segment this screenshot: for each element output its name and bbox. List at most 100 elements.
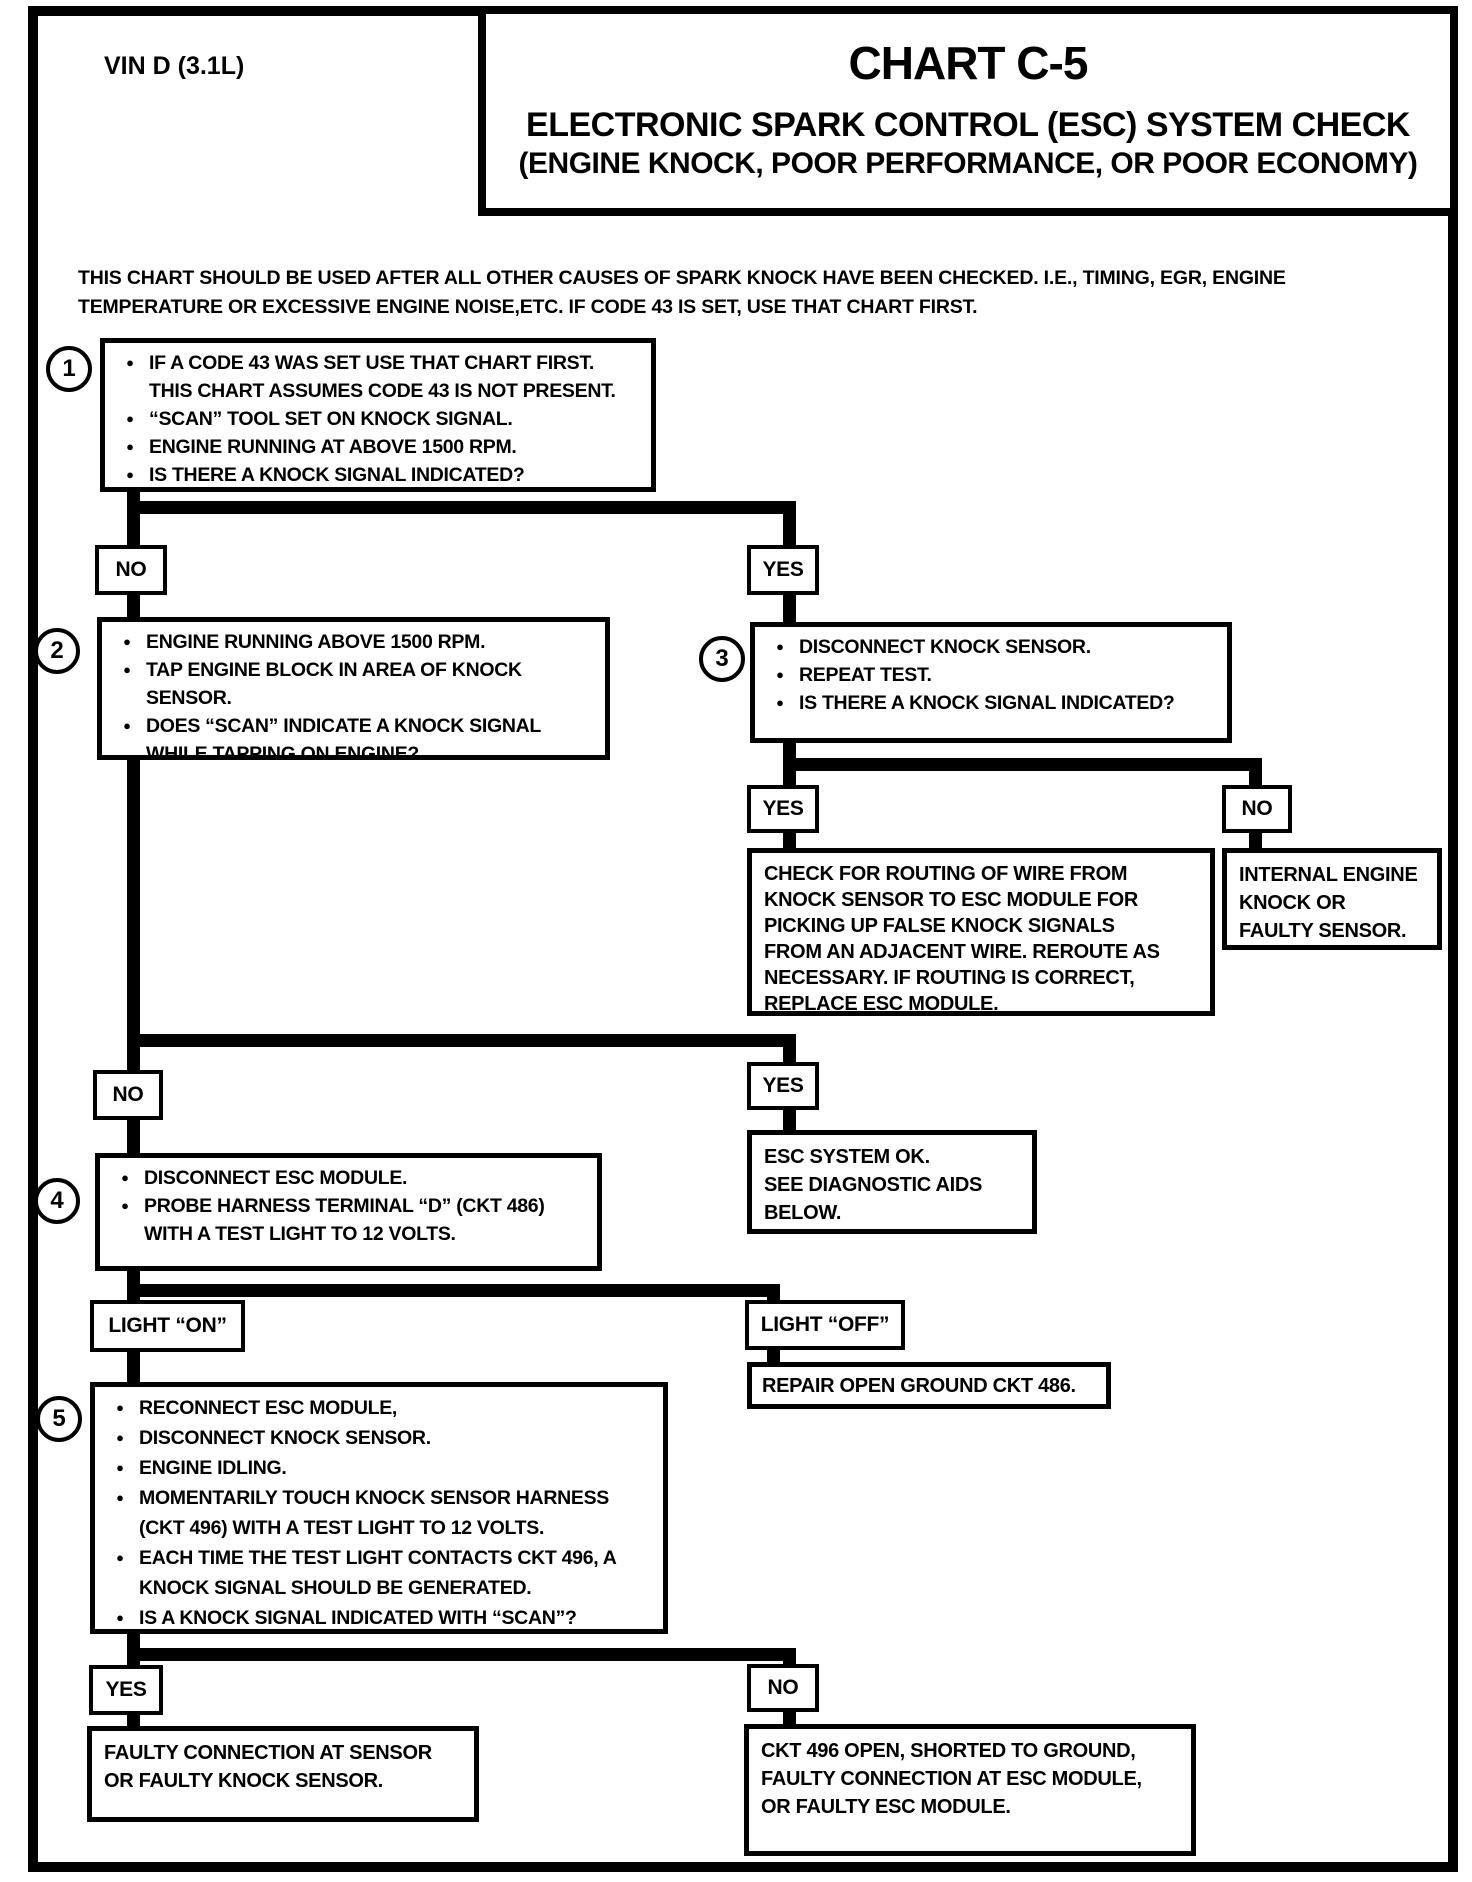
connector-line bbox=[783, 831, 796, 850]
bullet-icon: ● bbox=[126, 439, 134, 454]
bullet-icon: ● bbox=[123, 634, 131, 649]
bullet-item: ● EACH TIME THE TEST LIGHT CONTACTS CKT 4… bbox=[101, 1543, 653, 1603]
step-2-bullets: ● ENGINE RUNNING ABOVE 1500 RPM. ● TAP ENGI… bbox=[102, 622, 605, 772]
text-line: TEMPERATURE OR EXCESSIVE ENGINE NOISE,ET… bbox=[78, 296, 978, 318]
bullet-item: ●ENGINE IDLING. bbox=[101, 1453, 653, 1483]
step-3-bullets: ● DISCONNECT KNOCK SENSOR. ●REPEAT TEST. ● I… bbox=[755, 627, 1227, 721]
decision-no-1: NO bbox=[95, 545, 167, 595]
bullet-text: IS THERE A KNOCK SIGNAL INDICATED? bbox=[149, 464, 525, 486]
bullet-icon: ● bbox=[116, 1430, 124, 1445]
step-3-box: ● DISCONNECT KNOCK SENSOR. ●REPEAT TEST. ● I… bbox=[750, 622, 1232, 743]
bullet-icon: ● bbox=[116, 1610, 124, 1625]
text-line: REPLACE ESC MODULE. bbox=[764, 993, 999, 1015]
chart-subtitle-2: (ENGINE KNOCK, POOR PERFORMANCE, OR POOR… bbox=[518, 147, 1418, 180]
connector-line bbox=[783, 741, 796, 761]
text-line: FAULTY CONNECTION AT SENSOR bbox=[104, 1742, 432, 1764]
bullet-text: ENGINE RUNNING ABOVE 1500 RPM. bbox=[146, 631, 486, 653]
text-line: NECESSARY. IF ROUTING IS CORRECT, bbox=[764, 967, 1135, 989]
decision-no-2: NO bbox=[93, 1070, 163, 1120]
connector-line bbox=[767, 1348, 780, 1364]
step-4-box: ● DISCONNECT ESC MODULE. ●PROBE HARNESS TE… bbox=[95, 1153, 602, 1271]
connector-line bbox=[1249, 831, 1262, 850]
bullet-item: ●“SCAN” TOOL SET ON KNOCK SIGNAL. bbox=[111, 405, 641, 433]
bullet-text: ENGINE IDLING. bbox=[139, 1457, 287, 1479]
bullet-text: DISCONNECT ESC MODULE. bbox=[144, 1167, 408, 1189]
connector-line bbox=[783, 769, 796, 787]
result-faulty-sensor: FAULTY CONNECTION AT SENSOR OR FAULTY KNO… bbox=[87, 1726, 479, 1822]
decision-yes-5: YES bbox=[89, 1665, 163, 1715]
bullet-text: DISCONNECT KNOCK SENSOR. bbox=[799, 636, 1091, 658]
text-line: OR FAULTY KNOCK SENSOR. bbox=[104, 1770, 384, 1792]
text-line: REPAIR OPEN GROUND CKT 486. bbox=[762, 1374, 1076, 1397]
bullet-text: MOMENTARILY TOUCH KNOCK SENSOR HARNESS (… bbox=[139, 1487, 610, 1539]
connector-line bbox=[127, 1659, 140, 1667]
connector-line bbox=[127, 756, 140, 1047]
bullet-item: ● TAP ENGINE BLOCK IN AREA OF KNOCK SENSO… bbox=[108, 656, 595, 712]
bullet-item: ● ENGINE RUNNING ABOVE 1500 RPM. bbox=[108, 628, 595, 656]
bullet-text: DISCONNECT KNOCK SENSOR. bbox=[139, 1427, 431, 1449]
result-ckt-496: CKT 496 OPEN, SHORTED TO GROUND,FAULTY C… bbox=[744, 1724, 1196, 1856]
step-1-number: 1 bbox=[46, 346, 92, 392]
text-line: FAULTY SENSOR. bbox=[1239, 920, 1407, 942]
connector-line bbox=[783, 1710, 796, 1726]
connector-line bbox=[783, 512, 796, 545]
bullet-item: ●REPEAT TEST. bbox=[761, 661, 1217, 689]
chart-title: CHART C-5 bbox=[848, 37, 1089, 89]
step-1-box: ●IF A CODE 43 WAS SET USE THAT CHART FIR… bbox=[100, 338, 656, 492]
text-line: THIS CHART SHOULD BE USED AFTER ALL OTHE… bbox=[78, 267, 1286, 289]
connector-line bbox=[783, 1108, 796, 1132]
connector-line bbox=[127, 1350, 140, 1384]
connector-line bbox=[783, 1045, 796, 1064]
bullet-icon: ● bbox=[121, 1198, 129, 1213]
bullet-icon: ● bbox=[123, 718, 131, 733]
bullet-icon: ● bbox=[776, 695, 784, 710]
step-2-number: 2 bbox=[34, 628, 80, 674]
bullet-item: ● DISCONNECT ESC MODULE. bbox=[106, 1164, 587, 1192]
text-line: PICKING UP FALSE KNOCK SIGNALS bbox=[764, 915, 1115, 937]
bullet-text: RECONNECT ESC MODULE, bbox=[139, 1397, 398, 1419]
bullet-icon: ● bbox=[776, 639, 784, 654]
step-1-bullets: ●IF A CODE 43 WAS SET USE THAT CHART FIR… bbox=[105, 343, 651, 493]
text-line: OR FAULTY ESC MODULE. bbox=[761, 1796, 1011, 1818]
bullet-icon: ● bbox=[126, 467, 134, 482]
bullet-item: ● MOMENTARILY TOUCH KNOCK SENSOR HARNESS … bbox=[101, 1483, 653, 1543]
text-line: KNOCK SENSOR TO ESC MODULE FOR bbox=[764, 889, 1138, 911]
title-box: CHART C-5 ELECTRONIC SPARK CONTROL (ESC)… bbox=[478, 6, 1458, 216]
bullet-item: ● IS THERE A KNOCK SIGNAL INDICATED? bbox=[761, 689, 1217, 717]
connector-line bbox=[783, 758, 1262, 771]
bullet-text: TAP ENGINE BLOCK IN AREA OF KNOCK SENSOR… bbox=[146, 659, 522, 709]
bullet-item: ●PROBE HARNESS TERMINAL “D” (CKT 486) WI… bbox=[106, 1192, 587, 1248]
bullet-item: ● DISCONNECT KNOCK SENSOR. bbox=[761, 633, 1217, 661]
bullet-item: ●RECONNECT ESC MODULE, bbox=[101, 1393, 653, 1423]
connector-line bbox=[127, 1269, 140, 1287]
result-repair-ground: REPAIR OPEN GROUND CKT 486. bbox=[747, 1362, 1111, 1409]
bullet-icon: ● bbox=[123, 662, 131, 677]
step-4-number: 4 bbox=[34, 1178, 80, 1224]
vin-label: VIN D (3.1L) bbox=[104, 52, 245, 80]
bullet-item: ●IS A KNOCK SIGNAL INDICATED WITH “SCAN”… bbox=[101, 1603, 653, 1633]
step-5-box: ●RECONNECT ESC MODULE,●DISCONNECT KNOCK … bbox=[90, 1382, 668, 1634]
text-line: FROM AN ADJACENT WIRE. REROUTE AS bbox=[764, 941, 1160, 963]
bullet-icon: ● bbox=[126, 355, 134, 370]
bullet-icon: ● bbox=[116, 1490, 124, 1505]
step-3-number: 3 bbox=[699, 636, 745, 682]
bullet-icon: ● bbox=[126, 411, 134, 426]
text-line: FAULTY CONNECTION AT ESC MODULE, bbox=[761, 1768, 1142, 1790]
bullet-text: EACH TIME THE TEST LIGHT CONTACTS CKT 49… bbox=[139, 1547, 617, 1599]
bullet-icon: ● bbox=[121, 1170, 129, 1185]
connector-line bbox=[127, 1045, 140, 1072]
bullet-item: ● IS THERE A KNOCK SIGNAL INDICATED? bbox=[111, 461, 641, 489]
connector-line bbox=[767, 1295, 780, 1302]
decision-yes-2: YES bbox=[747, 1062, 819, 1110]
decision-yes-3: YES bbox=[747, 785, 819, 833]
step-5-bullets: ●RECONNECT ESC MODULE,●DISCONNECT KNOCK … bbox=[95, 1387, 663, 1637]
text-line: CHECK FOR ROUTING OF WIRE FROM bbox=[764, 863, 1128, 885]
bullet-text: IS THERE A KNOCK SIGNAL INDICATED? bbox=[799, 692, 1175, 714]
bullet-text: DOES “SCAN” INDICATE A KNOCK SIGNAL WHIL… bbox=[146, 715, 542, 765]
decision-light-off: LIGHT “OFF” bbox=[745, 1300, 905, 1350]
connector-line bbox=[127, 1295, 140, 1302]
text-line: SEE DIAGNOSTIC AIDS bbox=[764, 1174, 983, 1196]
connector-line bbox=[783, 1659, 796, 1667]
bullet-icon: ● bbox=[116, 1550, 124, 1565]
